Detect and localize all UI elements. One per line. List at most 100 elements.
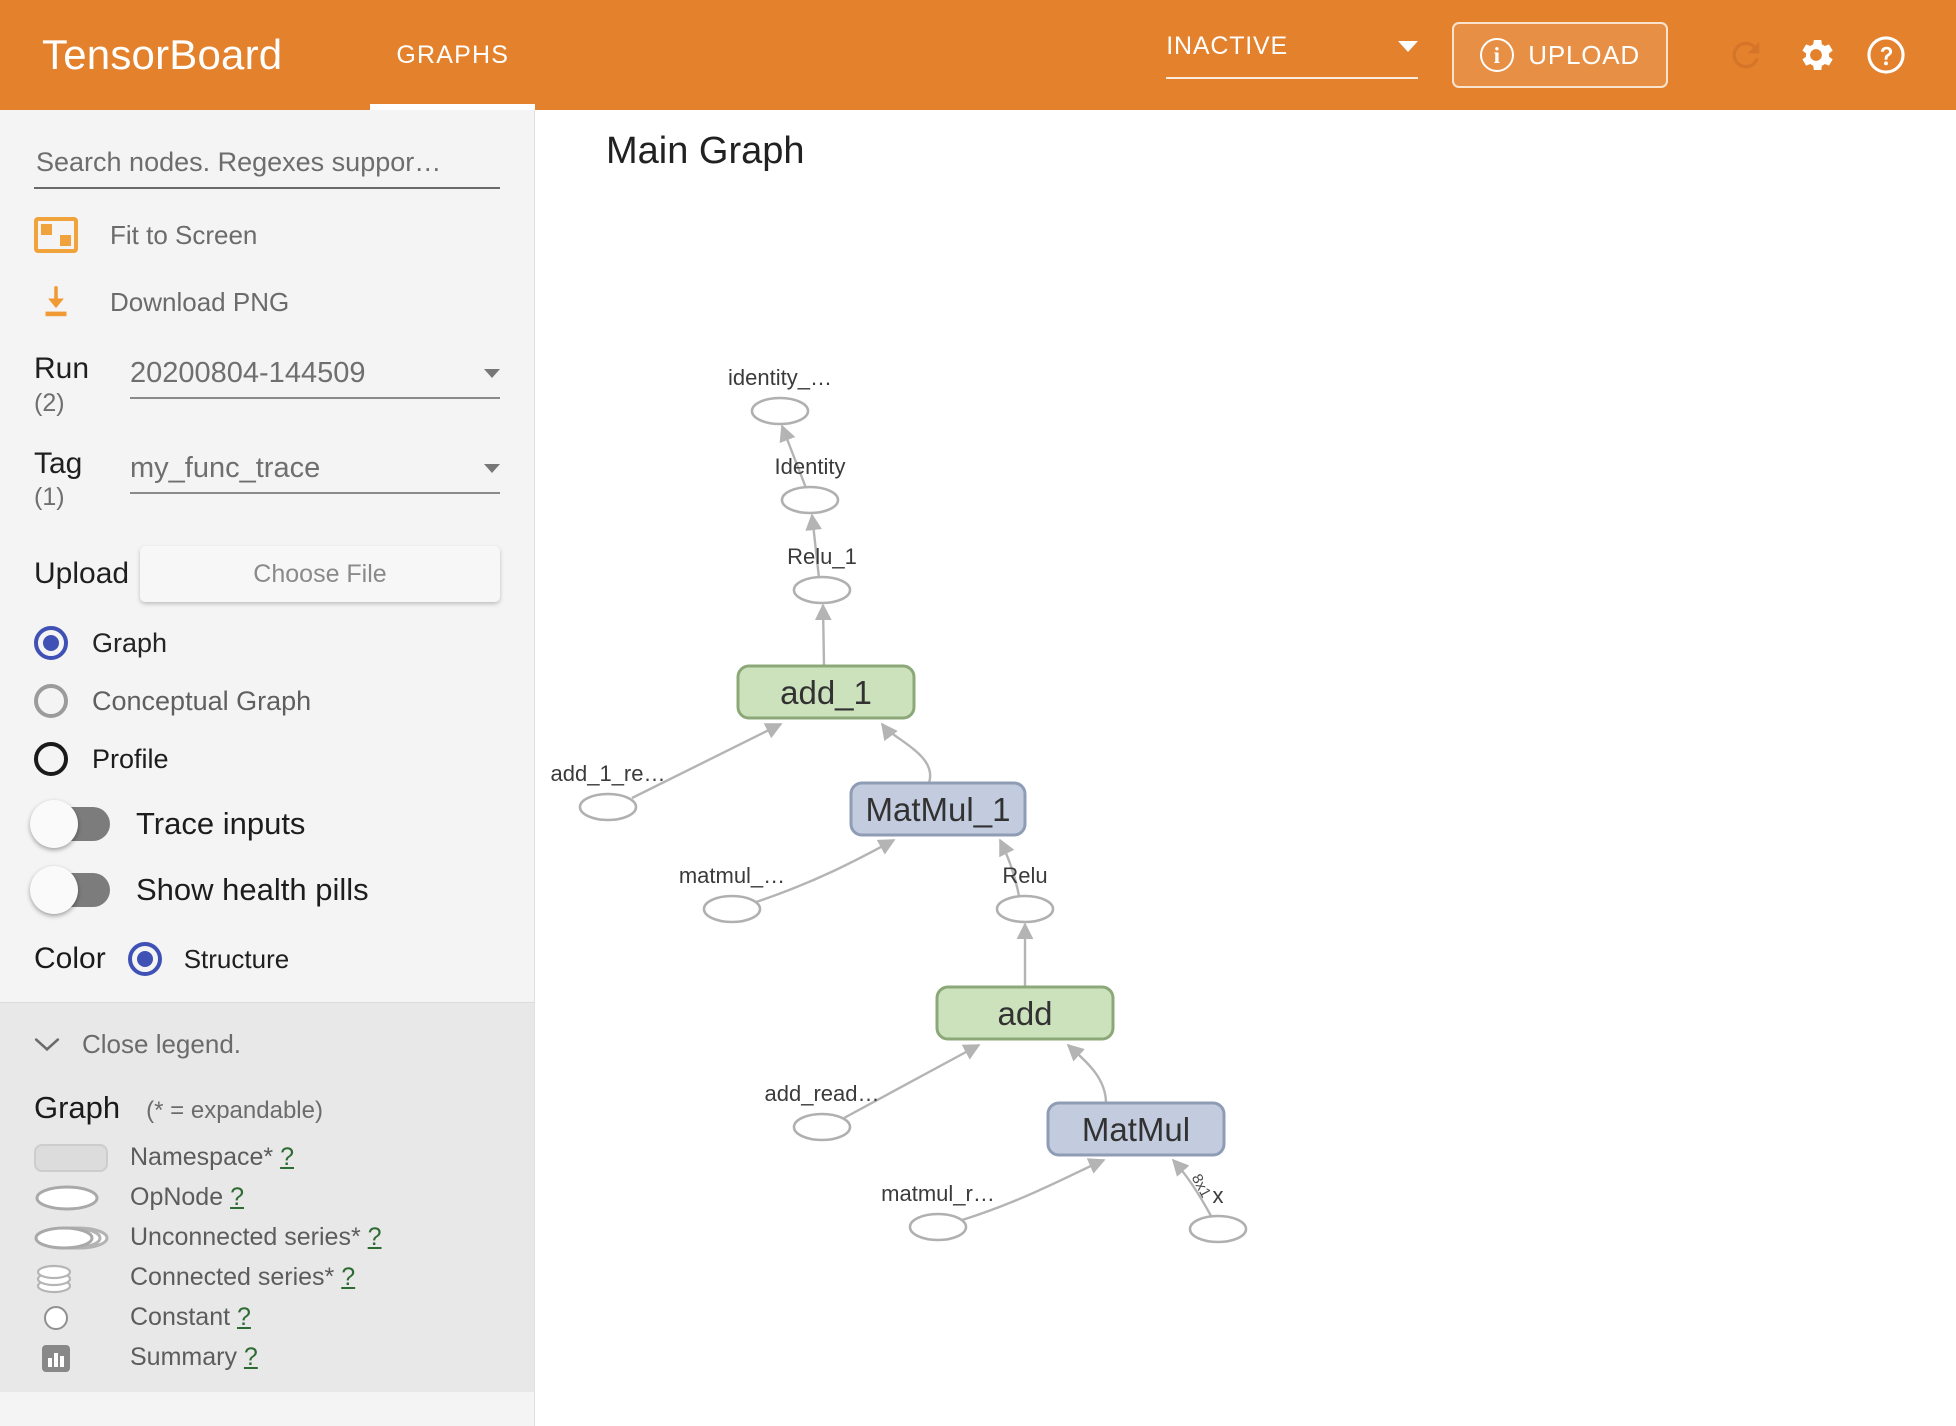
graph-node-add[interactable]: add	[935, 985, 1115, 1041]
run-state-dropdown[interactable]: INACTIVE	[1166, 31, 1419, 79]
toggle-switch-off-icon	[30, 866, 110, 914]
toggle-switch-off-icon	[30, 800, 110, 848]
opnode-ellipse-icon[interactable]	[578, 792, 638, 822]
legend-item-list: Namespace* ? OpNode ? Unco	[34, 1142, 500, 1373]
graph-edge	[1066, 1043, 1108, 1104]
graph-node-MatMul[interactable]: MatMul	[1046, 1101, 1226, 1157]
graph-node-matmul_read[interactable]: matmul_…	[679, 863, 785, 924]
download-png-button[interactable]: Download PNG	[34, 281, 500, 323]
graph-node-add_1_read[interactable]: add_1_re…	[551, 761, 666, 822]
legend-title: Graph	[34, 1090, 121, 1125]
legend-label-summary: Summary	[130, 1343, 237, 1371]
help-link[interactable]: ?	[367, 1223, 382, 1251]
help-link[interactable]: ?	[230, 1183, 244, 1211]
opnode-ellipse-icon[interactable]	[702, 894, 762, 924]
chevron-down-icon	[34, 1037, 60, 1053]
fit-to-screen-button[interactable]: Fit to Screen	[34, 217, 500, 253]
toggle-show-health-pills-label: Show health pills	[136, 872, 369, 907]
app-brand-title: TensorBoard	[42, 31, 283, 78]
graph-edge	[998, 838, 1021, 897]
graph-node-Identity[interactable]: Identity	[775, 454, 846, 515]
help-link[interactable]: ?	[280, 1143, 294, 1171]
graph-node-identity_out[interactable]: identity_…	[728, 365, 832, 426]
toggle-show-health-pills[interactable]: Show health pills	[30, 866, 500, 914]
legend-item-unconnected-series: Unconnected series* ?	[34, 1222, 500, 1253]
run-value: 20200804-144509	[130, 357, 366, 389]
radio-selected-icon[interactable]	[127, 942, 162, 976]
close-legend-button[interactable]: Close legend.	[34, 1029, 500, 1060]
graph-node-label: x	[1213, 1183, 1224, 1208]
opnode-ellipse-icon[interactable]	[792, 1112, 852, 1142]
help-link[interactable]: ?	[243, 1343, 258, 1371]
summary-bar-chart-icon	[34, 1342, 130, 1374]
help-question-icon[interactable]	[1858, 27, 1914, 83]
radio-profile-label: Profile	[92, 743, 169, 774]
graph-node-label: add_1	[780, 674, 872, 711]
graph-node-MatMul_1[interactable]: MatMul_1	[849, 781, 1027, 837]
graph-visualization[interactable]: 8x1 identity_…IdentityRelu_1add_1add_1_r…	[536, 110, 1956, 1426]
opnode-ellipse-icon[interactable]	[750, 396, 810, 426]
legend-item-connected-series: Connected series* ?	[34, 1262, 500, 1293]
run-state-value: INACTIVE	[1166, 31, 1288, 60]
graph-node-Relu[interactable]: Relu	[995, 863, 1055, 924]
graph-edge	[779, 424, 808, 489]
radio-graph[interactable]: Graph	[34, 626, 500, 660]
legend-heading: Graph (* = expandable)	[34, 1090, 500, 1126]
help-link[interactable]: ?	[341, 1263, 356, 1291]
graph-edge	[631, 722, 783, 800]
graph-node-label: matmul_…	[679, 863, 785, 888]
namespace-rounded-rect-icon[interactable]	[849, 781, 1027, 837]
graph-node-label: MatMul	[1082, 1111, 1190, 1148]
legend-item-namespace: Namespace* ?	[34, 1142, 500, 1173]
constant-small-circle-icon	[34, 1304, 130, 1332]
graph-node-label: add_read…	[765, 1081, 880, 1106]
nav-tabs: GRAPHS	[370, 0, 535, 110]
sidebar-top-section: Fit to Screen Download PNG Run (2) 20200…	[0, 146, 534, 1002]
graph-node-x[interactable]: x	[1188, 1183, 1248, 1244]
radio-unselected-icon	[34, 742, 68, 776]
refresh-icon[interactable]	[1718, 27, 1774, 83]
toggle-trace-inputs[interactable]: Trace inputs	[30, 800, 500, 848]
opnode-ellipse-icon[interactable]	[1188, 1214, 1248, 1244]
tag-count: (1)	[34, 483, 65, 511]
chevron-down-icon	[1398, 40, 1419, 52]
run-dropdown[interactable]: 20200804-144509	[130, 357, 500, 399]
page-title: Main Graph	[606, 130, 805, 172]
search-input[interactable]	[34, 146, 500, 179]
download-png-label: Download PNG	[110, 286, 290, 317]
graph-node-label: Identity	[775, 454, 846, 479]
help-link[interactable]: ?	[237, 1303, 251, 1331]
graph-node-add_1[interactable]: add_1	[736, 664, 916, 720]
connected-series-stack-icon	[34, 1262, 130, 1294]
choose-file-button[interactable]: Choose File	[140, 546, 500, 602]
opnode-ellipse-icon[interactable]	[780, 485, 840, 515]
radio-profile[interactable]: Profile	[34, 742, 500, 776]
settings-gear-icon[interactable]	[1788, 27, 1844, 83]
graph-node-Relu_1[interactable]: Relu_1	[787, 544, 857, 605]
tag-dropdown[interactable]: my_func_trace	[130, 452, 500, 494]
graph-node-matmul_r[interactable]: matmul_r…	[881, 1181, 995, 1242]
fit-to-screen-label: Fit to Screen	[110, 219, 258, 250]
legend-label-connected-series: Connected series*	[130, 1263, 335, 1291]
fit-to-screen-icon	[34, 217, 78, 253]
radio-graph-label: Graph	[92, 627, 168, 658]
opnode-ellipse-icon[interactable]	[908, 1212, 968, 1242]
graph-node-label: add	[997, 995, 1052, 1032]
namespace-rounded-rect-icon[interactable]	[1046, 1101, 1226, 1157]
opnode-ellipse-icon	[34, 1183, 130, 1213]
graph-edge	[961, 1158, 1106, 1222]
graph-node-add_read[interactable]: add_read…	[765, 1081, 880, 1142]
namespace-rounded-rect-icon[interactable]	[736, 664, 916, 720]
tab-graphs[interactable]: GRAPHS	[370, 0, 535, 110]
graph-node-label: Relu_1	[787, 544, 857, 569]
graph-node-label: MatMul_1	[866, 791, 1011, 828]
legend-note: (* = expandable)	[146, 1097, 323, 1124]
opnode-ellipse-icon[interactable]	[995, 894, 1055, 924]
radio-conceptual-graph[interactable]: Conceptual Graph	[34, 684, 500, 718]
legend-item-summary: Summary ?	[34, 1342, 500, 1373]
graph-edge	[755, 838, 896, 904]
upload-button[interactable]: i UPLOAD	[1452, 22, 1668, 88]
namespace-rounded-rect-icon[interactable]	[935, 985, 1115, 1041]
opnode-ellipse-icon[interactable]	[792, 575, 852, 605]
